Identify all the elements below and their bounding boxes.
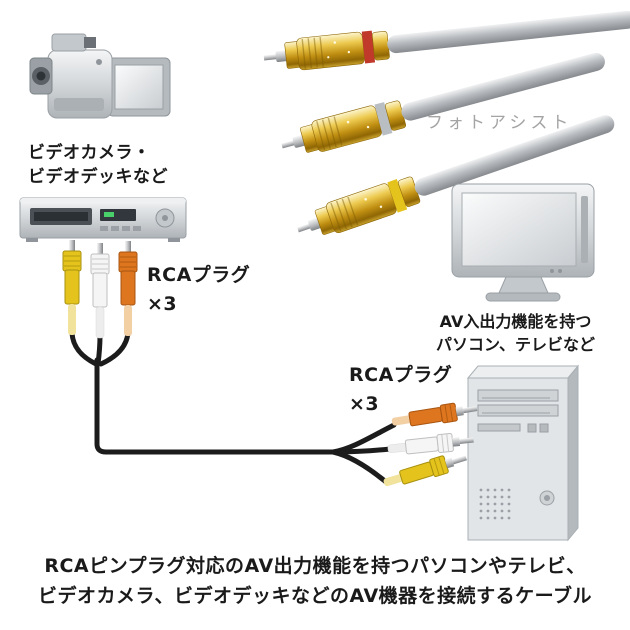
rca-plug-label-left-line2: ×3 bbox=[147, 293, 178, 315]
camcorder-icon bbox=[29, 33, 171, 119]
tv-icon bbox=[451, 183, 595, 302]
rca-plug-label-right-line2: ×3 bbox=[349, 393, 380, 415]
rca-plug-orange-left bbox=[118, 241, 138, 336]
product-description-line1: RCAピンプラグ対応のAV出力機能を持つパソコンやテレビ、 bbox=[44, 555, 586, 577]
product-description-line2: ビデオカメラ、ビデオデッキなどのAV機器を接続するケーブル bbox=[37, 585, 593, 607]
left-rca-plugs bbox=[62, 240, 138, 339]
rca-plug-orange-right bbox=[391, 402, 478, 427]
gold-rca-connector-red bbox=[263, 10, 630, 71]
rca-plug-white-right bbox=[387, 432, 474, 455]
pc-tower-icon bbox=[466, 364, 580, 542]
target-devices-label: AV入出力機能を持つ パソコン、テレビなど bbox=[418, 310, 613, 356]
rca-plug-white-left bbox=[90, 243, 110, 339]
rca-plug-yellow-left bbox=[62, 240, 82, 335]
gold-rca-connector-yellow bbox=[297, 115, 615, 235]
rca-plug-label-left: RCAプラグ ×3 bbox=[147, 261, 250, 319]
target-devices-label-line2: パソコン、テレビなど bbox=[435, 335, 596, 354]
connection-cable-lines bbox=[69, 329, 397, 485]
right-rca-plugs bbox=[383, 402, 478, 487]
rca-plug-label-left-line1: RCAプラグ bbox=[147, 264, 251, 286]
target-devices-label-line1: AV入出力機能を持つ bbox=[439, 312, 592, 331]
rca-plug-label-right-line1: RCAプラグ bbox=[349, 364, 453, 386]
source-devices-label: ビデオカメラ・ ビデオデッキなど bbox=[28, 141, 168, 189]
source-devices-label-line2: ビデオデッキなど bbox=[28, 167, 168, 187]
gold-rca-connectors-photo bbox=[263, 10, 630, 235]
rca-plug-yellow-right bbox=[383, 455, 467, 487]
photo-watermark: フォトアシスト bbox=[426, 113, 573, 133]
product-description: RCAピンプラグ対応のAV出力機能を持つパソコンやテレビ、 ビデオカメラ、ビデオ… bbox=[0, 551, 630, 611]
rca-plug-label-right: RCAプラグ ×3 bbox=[349, 361, 452, 419]
gold-rca-connector-plain bbox=[281, 52, 605, 153]
source-devices-label-line1: ビデオカメラ・ bbox=[28, 143, 151, 163]
vcr-icon bbox=[19, 197, 187, 242]
tower-vent-dots bbox=[479, 488, 511, 520]
